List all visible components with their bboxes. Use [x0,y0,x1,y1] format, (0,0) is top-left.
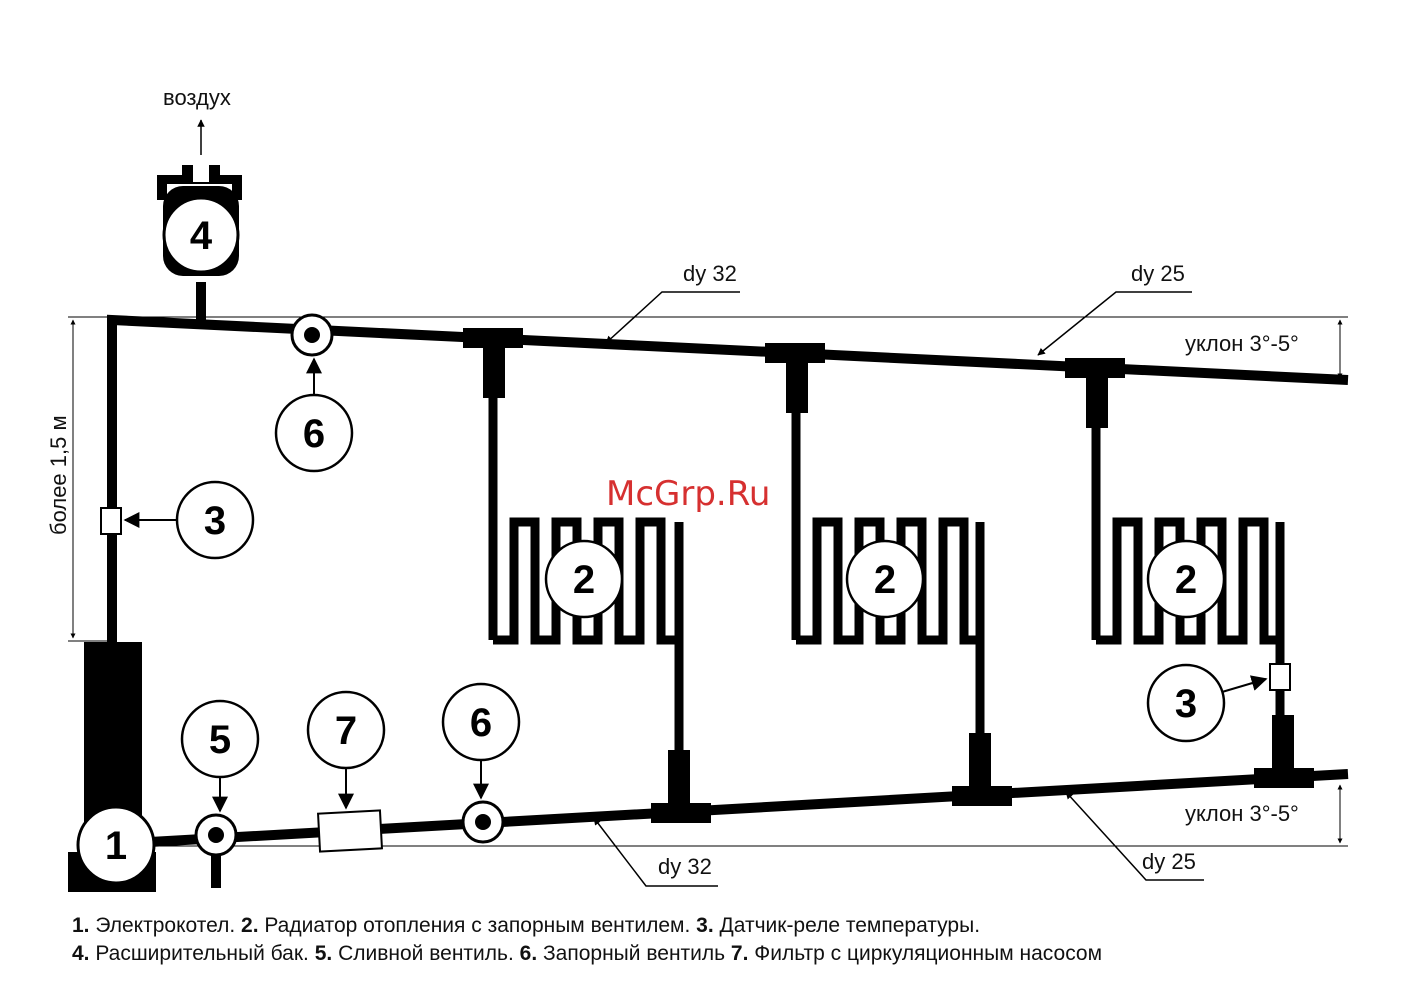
watermark-text: McGrp.Ru [606,474,770,514]
legend-num-6: 6. [520,942,538,965]
dy25-bottom-label: dy 25 [1142,849,1196,874]
legend-line-1: 1. Электрокотел. 2. Радиатор отопления с… [72,914,980,938]
callout-3-right: 3 [1175,682,1197,726]
callout-4: 4 [190,214,213,258]
dy32-top-label: dy 32 [683,261,737,286]
callout-6-bottom: 6 [470,701,492,745]
legend-text-6: Запорный вентиль [537,942,731,965]
callout-2-b: 2 [874,558,896,602]
legend-num-7: 7. [731,942,749,965]
slope-top-label: уклон 3°-5° [1185,331,1299,356]
legend-num-1: 1. [72,914,90,937]
legend-num-2: 2. [241,914,259,937]
callout-2-c: 2 [1175,558,1197,602]
legend-text-1: Электрокотел. [90,914,242,937]
callout-2-a: 2 [573,558,595,602]
callout-7: 7 [335,709,357,753]
legend-num-5: 5. [315,942,333,965]
temperature-sensors [101,508,1290,690]
drain-valve [196,815,236,855]
slope-bottom-label: уклон 3°-5° [1185,801,1299,826]
legend-text-2: Радиатор отопления с запорным вентилем. [259,914,697,937]
dy32-bottom-label: dy 32 [658,854,712,879]
air-label: воздух [163,85,231,110]
callout-1: 1 [105,824,127,868]
legend-num-4: 4. [72,942,90,965]
legend-num-3: 3. [696,914,714,937]
callout-5: 5 [209,718,231,762]
legend-line-2: 4. Расширительный бак. 5. Сливной вентил… [72,942,1102,966]
legend-text-7: Фильтр с циркуляционным насосом [748,942,1102,965]
legend-text-5: Сливной вентиль. [332,942,519,965]
shutoff-valve-top [292,315,332,355]
legend-text-3: Датчик-реле температуры. [714,914,980,937]
callout-3-left: 3 [204,499,226,543]
expansion-tank: 4 [157,120,242,276]
filter-pump [318,810,382,851]
legend-text-4: Расширительный бак. [90,942,315,965]
boiler: 1 [68,642,156,892]
height-label: более 1,5 м [46,415,71,535]
shutoff-valve-bottom [463,802,503,842]
dy25-top-label: dy 25 [1131,261,1185,286]
callout-6-top: 6 [303,412,325,456]
